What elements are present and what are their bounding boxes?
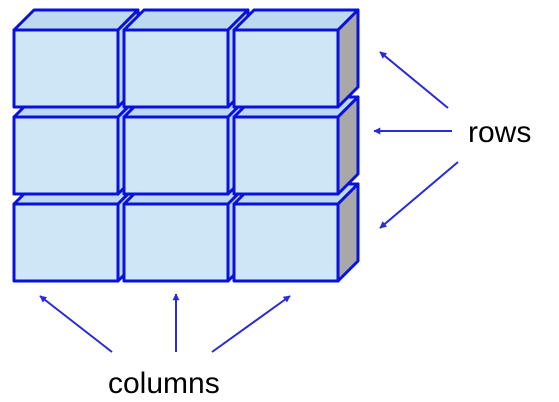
cube-r3-c2 — [122, 182, 250, 283]
cube-r2-c3 — [232, 95, 360, 196]
rows-label: rows — [468, 116, 531, 149]
cube-front-face — [12, 28, 120, 109]
arrows — [39, 51, 459, 353]
cube-front-face — [232, 115, 340, 196]
cube-r2-c2 — [122, 95, 250, 196]
columns-label: columns — [108, 367, 220, 400]
cube-front-face — [122, 28, 230, 109]
cube-front-face — [232, 202, 340, 283]
cube-r1-c3 — [232, 8, 360, 109]
cube-r1-c2 — [122, 8, 250, 109]
cube-front-face — [232, 28, 340, 109]
columns-arrow-right — [211, 295, 291, 353]
cube-r2-c1 — [12, 95, 140, 196]
rows-arrow-top — [379, 51, 449, 109]
cube-grid — [12, 8, 360, 283]
rows-arrow-bottom — [379, 161, 459, 229]
cube-front-face — [12, 115, 120, 196]
columns-arrow-left — [39, 295, 113, 353]
cube-r3-c1 — [12, 182, 140, 283]
cube-r3-c3 — [232, 182, 360, 283]
cube-front-face — [12, 202, 120, 283]
cube-r1-c1 — [12, 8, 140, 109]
cube-front-face — [122, 202, 230, 283]
cube-front-face — [122, 115, 230, 196]
